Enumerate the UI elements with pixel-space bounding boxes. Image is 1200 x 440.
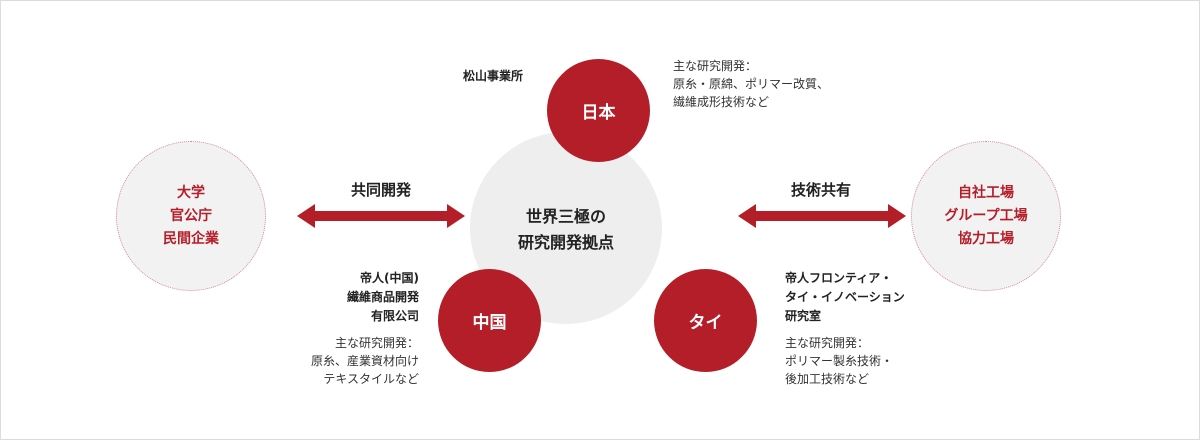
china-focus-note: 主な研究開発： 原糸、産業資材向け テキスタイルなど	[310, 336, 419, 386]
partner-factories-circle: 自社工場 グループ工場 協力工場	[911, 141, 1061, 291]
partner-academia-circle: 大学 官公庁 民間企業	[116, 141, 266, 291]
joint-development-label: 共同開発	[350, 181, 411, 199]
node-thai-label: タイ	[688, 313, 723, 333]
double-arrow-left-icon	[297, 204, 465, 228]
center-hub-line-1: 世界三極の	[525, 207, 606, 226]
node-japan: 日本	[547, 59, 650, 162]
node-thai: タイ	[654, 269, 757, 372]
center-hub-line-2: 研究開発拠点	[517, 233, 614, 252]
thai-focus-note: 主な研究開発： ポリマー製糸技術・ 後加工技術など	[785, 336, 894, 386]
node-china: 中国	[438, 269, 541, 372]
technology-sharing-label: 技術共有	[790, 181, 851, 199]
center-hub-label: 世界三極の 研究開発拠点	[470, 204, 662, 256]
node-japan-label: 日本	[581, 103, 616, 123]
thai-company-label: 帝人フロンティア・ タイ・イノベーション 研究室	[785, 271, 905, 323]
china-company-label: 帝人(中国) 繊維商品開発 有限公司	[346, 271, 419, 323]
node-china-label: 中国	[472, 313, 507, 333]
japan-site-label: 松山事業所	[463, 69, 524, 83]
double-arrow-right-icon	[738, 204, 906, 228]
japan-focus-note: 主な研究開発： 原糸・原綿、ポリマー改質、 繊維成形技術など	[673, 59, 830, 109]
